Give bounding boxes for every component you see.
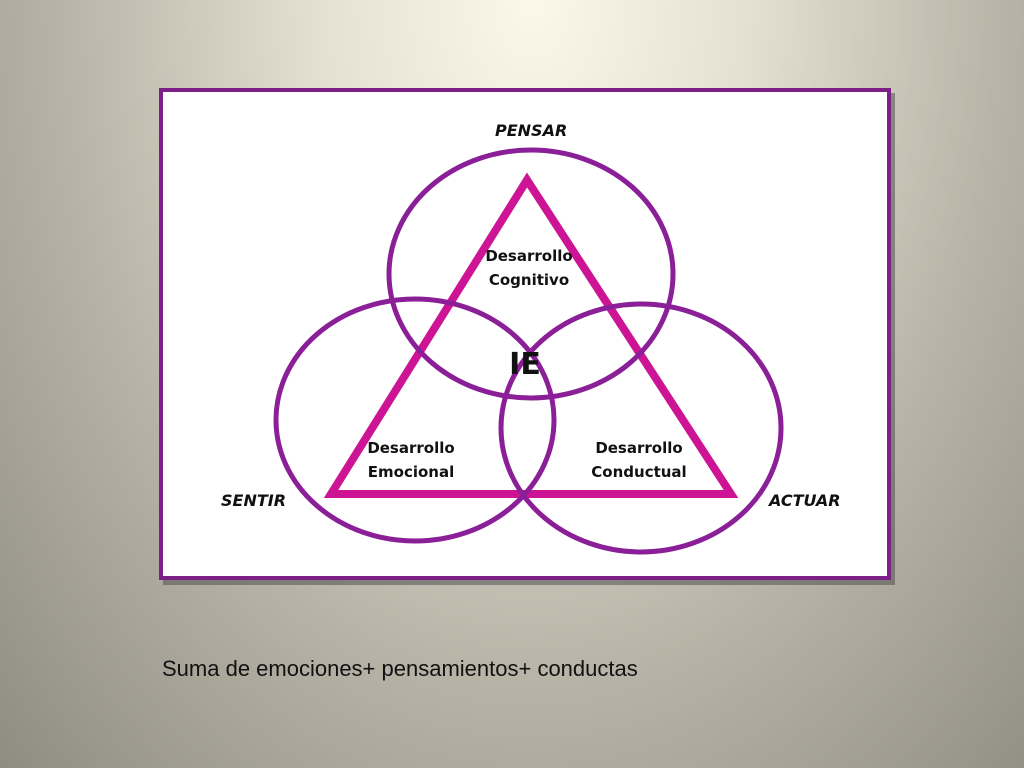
ie-triangle [323,172,739,498]
label-emotional-line1: Desarrollo [367,439,454,457]
label-behavioral-line2: Conductual [591,463,686,481]
label-pensar: PENSAR [495,121,567,140]
label-cognitive-line1: Desarrollo [485,247,572,265]
venn-triangle-diagram: PENSAR SENTIR ACTUAR Desarrollo Cognitiv… [221,121,841,555]
slide-caption: Suma de emociones+ pensamientos+ conduct… [162,656,638,681]
circle-actuar [498,301,784,555]
label-sentir: SENTIR [221,491,286,510]
circle-sentir [273,296,557,544]
diagram-frame: PENSAR SENTIR ACTUAR Desarrollo Cognitiv… [159,88,891,580]
label-ie-center: IE [509,347,541,382]
label-actuar: ACTUAR [767,491,841,510]
label-cognitive-line2: Cognitivo [489,271,569,289]
label-behavioral-line1: Desarrollo [595,439,682,457]
circle-pensar [386,147,676,401]
label-emotional-line2: Emocional [368,463,454,481]
